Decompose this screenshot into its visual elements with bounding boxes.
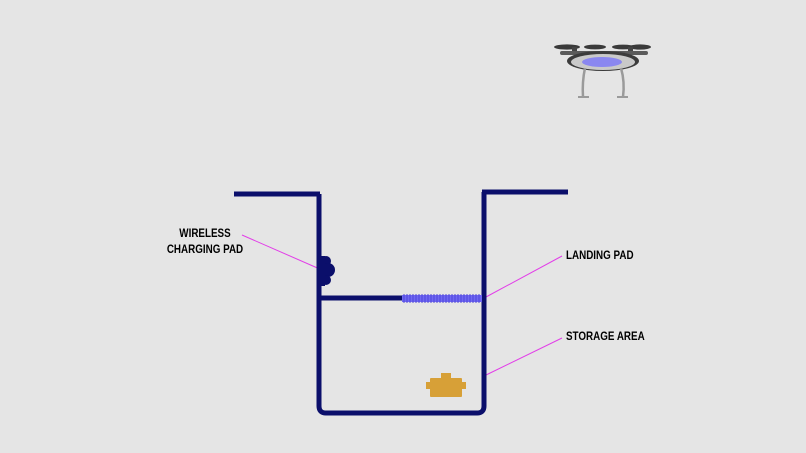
landing-station-structure <box>234 189 568 416</box>
storage-leader-line <box>483 337 563 377</box>
landing-pad-leader-line <box>485 255 563 298</box>
storage-area-label: STORAGE AREA <box>566 330 645 343</box>
drone-icon <box>554 44 651 98</box>
landing-pad-surface <box>402 294 482 303</box>
wireless-charging-label-line1: WIRELESS <box>179 227 230 240</box>
package-icon <box>426 373 466 397</box>
charging-pad-icon <box>319 256 335 286</box>
landing-pad-label: LANDING PAD <box>566 249 634 262</box>
wireless-leader-line <box>241 234 323 271</box>
wireless-charging-label-line2: CHARGING PAD <box>167 243 243 256</box>
